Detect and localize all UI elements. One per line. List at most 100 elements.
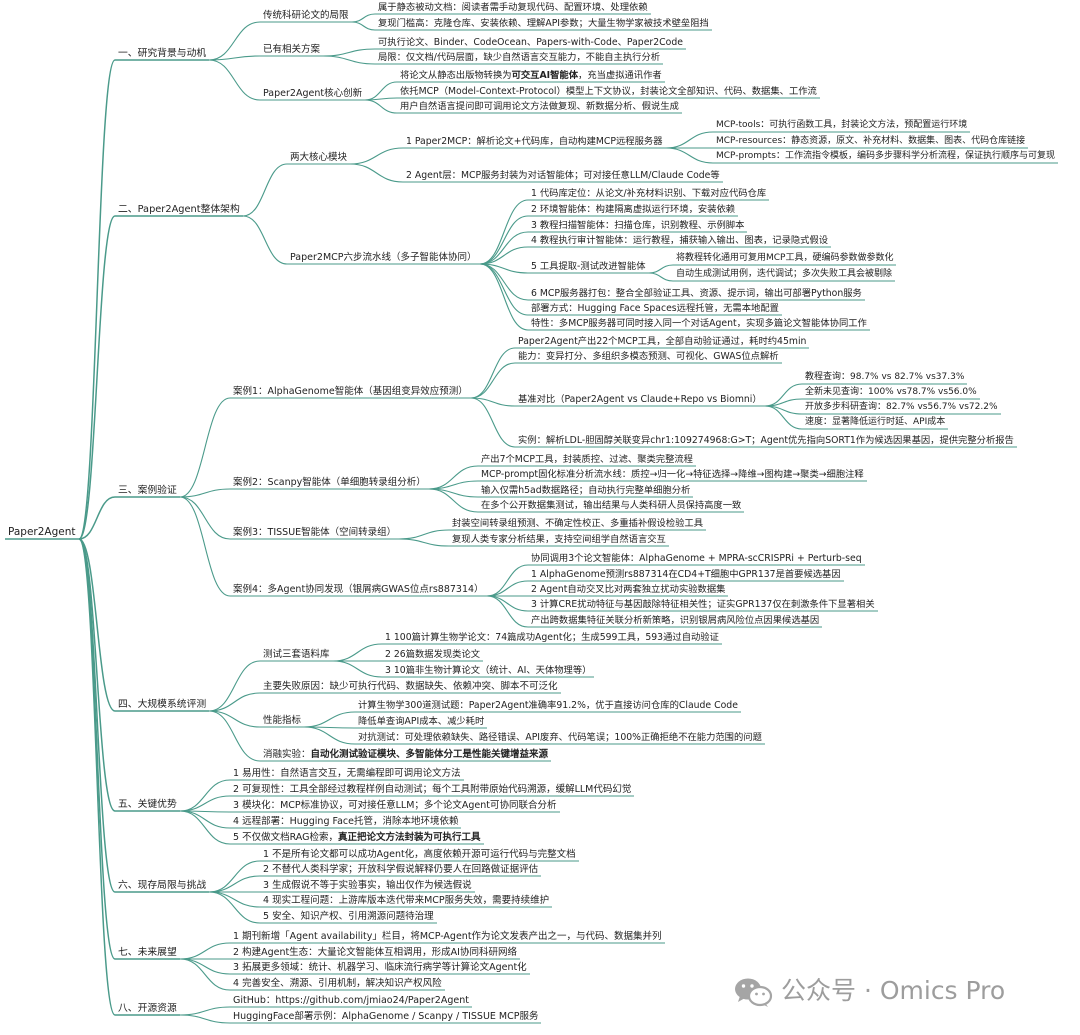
mindmap-node-level4: 将教程转化通用可复用MCP工具，硬编码参数做参数化 — [676, 253, 894, 263]
connector — [78, 538, 116, 712]
mindmap-node-level2: 2 构建Agent生态：大量论文智能体互相调用，形成AI协同科研网络 — [233, 947, 517, 958]
connector — [179, 397, 231, 498]
mindmap-node-level3: 实例：解析LDL-胆固醇关联变异chr1:109274968:G>T；Agent… — [518, 435, 1014, 446]
connector — [179, 496, 231, 597]
connector — [78, 215, 116, 540]
mindmap-node-level3: MCP-prompt固化标准分析流水线：质控→归一化→特征选择→降维→图构建→聚… — [481, 469, 864, 480]
node-highlight: 自动化测试验证模块、多智能体分工是性能关键增益来源 — [310, 749, 549, 760]
mindmap-node-level2: GitHub：https://github.com/jmiao24/Paper2… — [233, 995, 469, 1006]
connector — [208, 891, 261, 924]
connector — [479, 263, 529, 331]
watermark-text: 公众号 · Omics Pro — [781, 976, 1006, 1005]
mindmap-node-level1: 四、大规模系统评测 — [118, 699, 207, 710]
mindmap-node-level2: 测试三套语料库 — [263, 649, 330, 660]
connector — [208, 21, 261, 61]
node-text: 5 不仅做文档RAG检索， — [233, 832, 338, 843]
mindmap-node-level1: 五、关键优势 — [118, 799, 177, 810]
wechat-icon — [735, 978, 773, 1007]
mindmap-node-level3: 产出跨数据集特征关联分析新策略，识别银屑病风险位点因果候选基因 — [531, 615, 820, 626]
connector — [486, 595, 529, 628]
mindmap-node-level1: 一、研究背景与动机 — [118, 48, 207, 59]
mindmap-node-level2: 两大核心模块 — [290, 152, 348, 163]
node-text: 消融实验： — [263, 749, 311, 760]
mindmap-node-level3: 5 工具提取-测试改进智能体 — [531, 261, 646, 272]
connector — [208, 660, 261, 712]
mindmap-node-level2: 已有相关方案 — [263, 44, 321, 55]
mindmap-node-level3: 3 10篇非生物计算论文（统计、AI、天体物理等） — [385, 665, 592, 676]
mindmap-node-level4: 教程查询：98.7% vs 82.7% vs37.3% — [805, 372, 965, 382]
connector — [208, 710, 261, 728]
mindmap-node-level4: 全新未见查询：100% vs78.7% vs56.0% — [805, 387, 977, 397]
mindmap-node-level3: 能力：变异打分、多组织多模态预测、可视化、GWAS位点解析 — [518, 351, 779, 362]
mindmap-node-level3: 用户自然语言提问即可调用论文方法做复现、新数据分析、假说生成 — [400, 101, 679, 112]
mindmap-node-level4: MCP-tools：可执行函数工具，封装论文方法，预配置运行环境 — [716, 120, 968, 130]
connector — [332, 660, 383, 678]
mindmap-node-level3: 2 环境智能体：构建隔离虚拟运行环境，安装依赖 — [531, 204, 736, 215]
mindmap-node-level3: 依托MCP（Model-Context-Protocol）模型上下文协议，封装论… — [400, 86, 817, 97]
connector — [208, 692, 261, 712]
mindmap-node-level3: Paper2Agent产出22个MCP工具，全部自动验证通过，耗时约45min — [518, 336, 807, 347]
mindmap-node-level2: 4 远程部署：Hugging Face托管，消除本地环境依赖 — [233, 816, 459, 827]
connector — [398, 538, 450, 547]
mindmap-node-level2: 3 生成假说不等于实验事实，输出仅作为候选假说 — [263, 880, 472, 891]
connector — [470, 397, 516, 407]
mindmap-node-level2: HuggingFace部署示例：AlphaGenome / Scanpy / T… — [233, 1011, 539, 1022]
mindmap-node-level1: 三、案例验证 — [118, 485, 177, 496]
mindmap-node-level3: 6 MCP服务器打包：整合全部验证工具、资源、提示词，输出可部署Python服务 — [531, 288, 862, 299]
mindmap-node-level2: Paper2MCP六步流水线（多子智能体协同） — [290, 252, 477, 263]
mindmap-node-level3: 3 教程扫描智能体：扫描仓库，识别教程、示例脚本 — [531, 220, 745, 231]
connector — [179, 958, 231, 991]
connector — [179, 1014, 231, 1024]
connector — [242, 163, 288, 217]
mindmap-node-level3: 3 计算CRE扰动特征与基因敲除特征相关性；证实GPR137仅在刺激条件下显著相… — [531, 599, 875, 610]
mindmap-node-level3: 属于静态被动文档：阅读者需手动复现代码、配置环境、处理依赖 — [378, 2, 648, 13]
mindmap-node-level3: 复现门槛高：克隆仓库、安装依赖、理解API参数；大量生物学家被技术壁垒阻挡 — [378, 18, 709, 29]
connector — [648, 272, 674, 282]
mindmap-node-level3: 1 代码库定位：从论文/补充材料识别、下载对应代码仓库 — [531, 188, 767, 199]
connector — [78, 538, 116, 1016]
connector — [764, 405, 803, 430]
mindmap-node-level1: 六、现存局限与挑战 — [118, 880, 207, 891]
mindmap-node-level2: 4 现实工程问题：上游库版本迭代带来MCP服务失效，需要持续维护 — [263, 895, 550, 906]
connector — [470, 397, 516, 448]
mindmap-node-level2: 1 易用性：自然语言交互，无需编程即可调用论文方法 — [233, 768, 461, 779]
mindmap-node-level4: 开放多步科研查询：82.7% vs56.7% vs72.2% — [805, 402, 998, 412]
mindmap-node-level2: 1 期刊新增「Agent availability」栏目，将MCP-Agent作… — [233, 931, 662, 942]
connector — [179, 496, 231, 540]
watermark: 公众号 · Omics Pro — [733, 973, 1063, 1013]
mindmap-node-level2: 4 完善安全、溯源、引用机制，解决知识产权风险 — [233, 978, 442, 989]
connector — [179, 488, 231, 498]
connector — [351, 21, 376, 31]
mindmap-node-level4: 自动生成测试用例，迭代调试；多次失败工具会被剔除 — [676, 269, 893, 279]
connector — [428, 488, 479, 513]
connector — [479, 199, 529, 265]
mindmap-node-level3: 在多个公开数据集测试，输出结果与人类科研人员保持高度一致 — [481, 500, 742, 511]
mindmap-node-level2: 性能指标 — [263, 715, 302, 726]
mindmap-node-level3: 2 26篇数据发现类论文 — [385, 649, 481, 660]
node-highlight: 可交互AI智能体 — [511, 70, 579, 81]
mindmap-node-level2: 案例1：AlphaGenome智能体（基因组变异效应预测） — [233, 386, 468, 397]
connector — [665, 147, 714, 164]
mindmap-node-level1: 七、未来展望 — [118, 947, 177, 958]
connector — [78, 496, 116, 540]
mindmap-node-level2: 案例3：TISSUE智能体（空间转录组） — [233, 527, 397, 538]
mindmap-node-level2: 案例4：多Agent协同发现（银屑病GWAS位点rs887314） — [233, 584, 484, 595]
connector — [349, 163, 404, 183]
mindmap-node-level3: 局限：仅文档/代码层面，缺少自然语言交互能力，不能自主执行分析 — [378, 52, 661, 63]
connector — [322, 55, 376, 65]
mindmap-node-level4: 速度：显著降低运行时延、API成本 — [805, 417, 946, 427]
mindmap-node-level2: 3 拓展更多领域：统计、机器学习、临床流行病学等计算论文Agent化 — [233, 962, 527, 973]
mindmap-node-level3: 计算生物学300道测试题：Paper2Agent准确率91.2%，优于直接访问仓… — [358, 700, 738, 711]
mindmap-node-level2: 2 不替代人类科学家；开放科学假说解释仍要人在回路做证据评估 — [263, 864, 539, 875]
mindmap-node-level2: 主要失败原因：缺少可执行代码、数据缺失、依赖冲突、脚本不可泛化 — [263, 681, 558, 692]
mindmap-node-level2: Paper2Agent核心创新 — [263, 88, 363, 99]
mindmap-node-level3: 可执行论文、Binder、CodeOcean、Papers-with-Code、… — [378, 37, 683, 48]
mindmap-node-level1: 八、开源资源 — [118, 1003, 177, 1014]
mindmap-node-level2: 1 不是所有论文都可以成功Agent化，高度依赖开源可运行代码与完整文档 — [263, 849, 576, 860]
mindmap-node-level3: 封装空间转录组预测、不确定性校正、多重插补假设检验工具 — [452, 518, 704, 529]
mindmap-node-level3: 产出7个MCP工具，封装质控、过滤、聚类完整流程 — [481, 454, 693, 465]
mindmap-node-level3: 输入仅需h5ad数据路径；自动执行完整单细胞分析 — [481, 485, 691, 496]
mindmap-node-level3: 1 100篇计算生物学论文：74篇成功Agent化；生成599工具，593通过自… — [385, 632, 719, 643]
mindmap-node-level2: 3 模块化：MCP标准协议，可对接任意LLM；多个论文Agent可协同联合分析 — [233, 800, 557, 811]
